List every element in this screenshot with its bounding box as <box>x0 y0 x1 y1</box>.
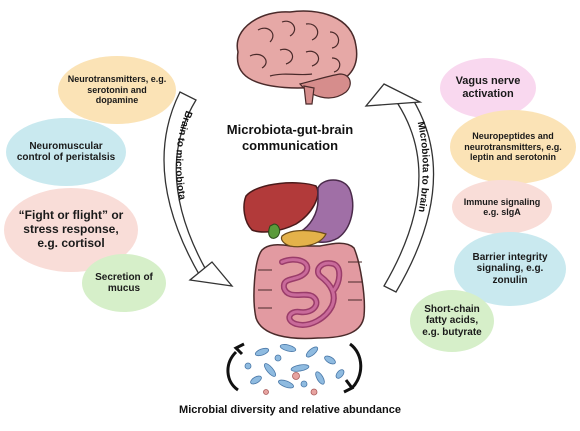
bubble-peristalsis: Neuromuscular control of peristalsis <box>6 118 126 186</box>
bubble-immune-signaling-text: Immune signaling e.g. sIgA <box>463 196 541 217</box>
brain-to-microbiota-arrow <box>163 91 234 287</box>
bubble-mucus: Secretion of mucus <box>82 254 166 312</box>
bubble-immune-signaling: Immune signaling e.g. sIgA <box>452 180 552 234</box>
bubble-vagus-nerve-text: Vagus nerve activation <box>455 75 521 100</box>
bubble-short-chain-fatty-acids-text: Short-chain fatty acids, e.g. butyrate <box>422 303 482 338</box>
bubble-vagus-nerve: Vagus nerve activation <box>440 58 536 118</box>
microbes-illustration <box>226 342 363 396</box>
title-line-1: Microbiota-gut-brain <box>226 122 354 137</box>
bubble-stress-response-text: “Fight or flight” or stress response, e.… <box>18 208 124 250</box>
microbiota-to-brain-label: Microbiota to brain <box>415 121 431 213</box>
bubble-neurotransmitters-text: Neurotransmitters, e.g. serotonin and do… <box>67 74 167 106</box>
bubble-short-chain-fatty-acids: Short-chain fatty acids, e.g. butyrate <box>410 290 494 352</box>
microbiota-to-brain-arrow <box>364 83 435 293</box>
gut-illustration <box>243 179 366 340</box>
bubble-peristalsis-text: Neuromuscular control of peristalsis <box>16 140 116 164</box>
bubble-mucus-text: Secretion of mucus <box>95 271 153 295</box>
bubble-barrier-integrity-text: Barrier integrity signaling, e.g. zonuli… <box>472 251 548 286</box>
bubble-barrier-integrity: Barrier integrity signaling, e.g. zonuli… <box>454 232 566 306</box>
bubble-neuropeptides-text: Neuropeptides and neurotransmitters, e.g… <box>464 131 562 163</box>
brain-illustration <box>236 10 358 105</box>
bubble-neurotransmitters: Neurotransmitters, e.g. serotonin and do… <box>58 56 176 124</box>
bottom-caption: Microbial diversity and relative abundan… <box>179 404 401 416</box>
title-line-2: communication <box>241 138 339 153</box>
bubble-neuropeptides: Neuropeptides and neurotransmitters, e.g… <box>450 110 576 184</box>
diagram-title: Microbiota-gut-brain communication <box>212 122 368 154</box>
